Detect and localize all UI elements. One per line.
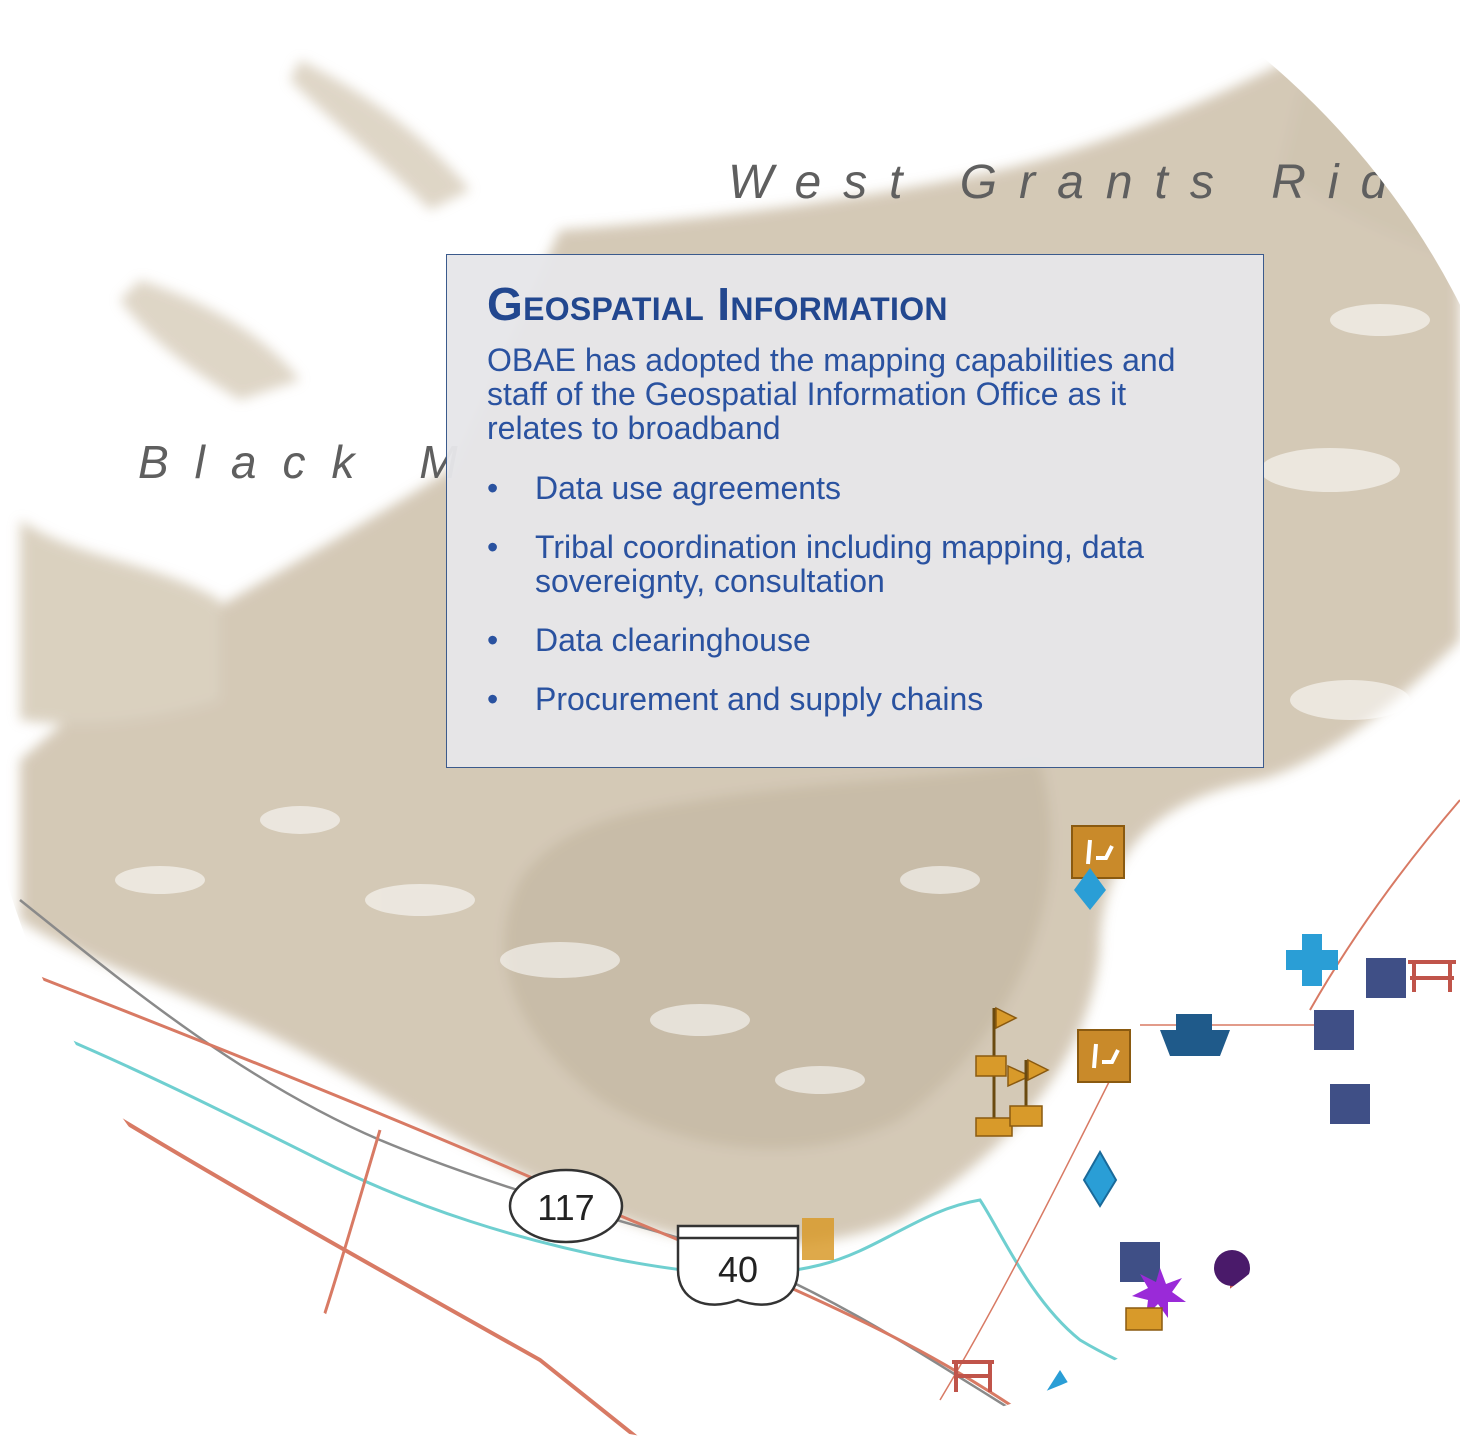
flag-icon[interactable] bbox=[1039, 1403, 1077, 1425]
bullet: • bbox=[487, 470, 499, 506]
panel-list: • Data use agreements • Tribal coordinatio… bbox=[487, 471, 1223, 716]
flag-icon[interactable] bbox=[975, 1006, 1050, 1137]
picnic-area-icon[interactable] bbox=[952, 1360, 994, 1392]
svg-text:40: 40 bbox=[718, 1249, 758, 1290]
boat-icon[interactable] bbox=[1160, 1014, 1230, 1056]
terrain-highlights bbox=[115, 304, 1430, 1094]
campground-icon[interactable] bbox=[802, 1218, 834, 1260]
diamond-icon[interactable] bbox=[1082, 1149, 1118, 1208]
list-item-text: Data clearinghouse bbox=[535, 622, 811, 658]
starburst-icon[interactable] bbox=[1132, 1268, 1186, 1318]
list-item: • Tribal coordination including mapping, … bbox=[487, 530, 1223, 598]
interstate-40-shield: 40 bbox=[676, 1224, 800, 1306]
circle-marker-icon[interactable] bbox=[1214, 1250, 1250, 1286]
medical-cross-icon[interactable] bbox=[1286, 934, 1338, 986]
list-item-text: Data use agreements bbox=[535, 470, 841, 506]
panel-intro: OBAE has adopted the mapping capabilitie… bbox=[487, 342, 1176, 446]
flag-icon[interactable] bbox=[1125, 1307, 1163, 1331]
info-panel: Geospatial Information OBAE has adopted … bbox=[446, 254, 1264, 768]
list-item-text: Procurement and supply chains bbox=[535, 681, 984, 717]
star-icon[interactable] bbox=[1324, 1314, 1368, 1356]
mesa-label: Black M bbox=[138, 436, 484, 488]
bullet: • bbox=[487, 681, 499, 717]
list-item: • Data clearinghouse bbox=[487, 623, 1223, 657]
campground-icon[interactable] bbox=[1071, 825, 1125, 879]
map-pin-icon[interactable] bbox=[1074, 868, 1106, 910]
bullet: • bbox=[487, 529, 499, 565]
route-117-shield: 117 bbox=[508, 1168, 624, 1244]
list-item: • Procurement and supply chains bbox=[487, 682, 1223, 716]
poi-markers[interactable] bbox=[802, 825, 1456, 1425]
building-icon[interactable] bbox=[1120, 1242, 1160, 1282]
panel-title: Geospatial Information bbox=[487, 278, 948, 330]
ridge-label: West Grants Ridge bbox=[728, 156, 1460, 209]
building-icon[interactable] bbox=[1314, 1010, 1354, 1050]
building-icon[interactable] bbox=[1366, 958, 1406, 998]
campground-icon[interactable] bbox=[1077, 1029, 1131, 1083]
building-icon[interactable] bbox=[1330, 1084, 1370, 1124]
list-item: • Data use agreements bbox=[487, 471, 1223, 505]
list-item-text: Tribal coordination including mapping, d… bbox=[535, 529, 1144, 599]
picnic-area-icon[interactable] bbox=[1408, 960, 1456, 992]
bullet: • bbox=[487, 622, 499, 658]
svg-text:117: 117 bbox=[537, 1187, 594, 1228]
